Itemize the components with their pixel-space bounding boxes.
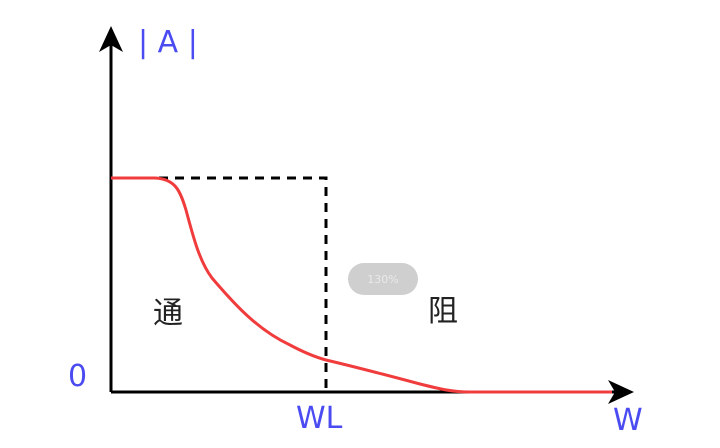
y-axis-arrow <box>99 26 123 52</box>
stop-region-label: 阻 <box>428 294 458 329</box>
zoom-level-badge: 130% <box>348 263 418 295</box>
x-axis-arrow <box>608 380 634 404</box>
pass-region-label: 通 <box>153 296 183 331</box>
y-axis-label: | A | <box>138 25 198 60</box>
origin-label: 0 <box>68 359 88 394</box>
ideal-response-dashed <box>111 176 328 392</box>
response-curve <box>111 176 612 394</box>
x-axis-label: W <box>613 403 643 438</box>
cutoff-label: WL <box>296 401 343 436</box>
